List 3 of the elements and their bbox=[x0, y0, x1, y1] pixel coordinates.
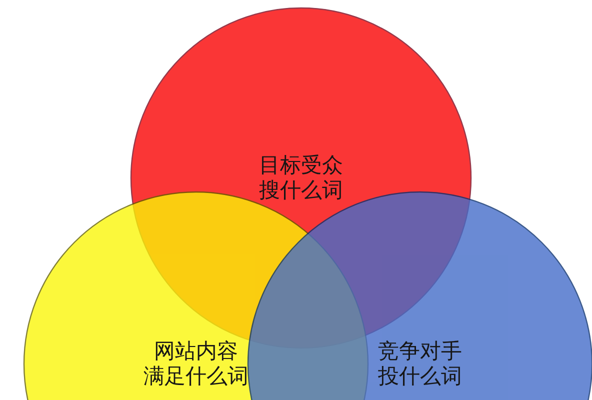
circle-label: 目标受众搜什么词 bbox=[258, 153, 344, 203]
circle-label: 竞争对手投什么词 bbox=[377, 339, 463, 389]
circle-label: 网站内容满足什么词 bbox=[142, 339, 250, 389]
